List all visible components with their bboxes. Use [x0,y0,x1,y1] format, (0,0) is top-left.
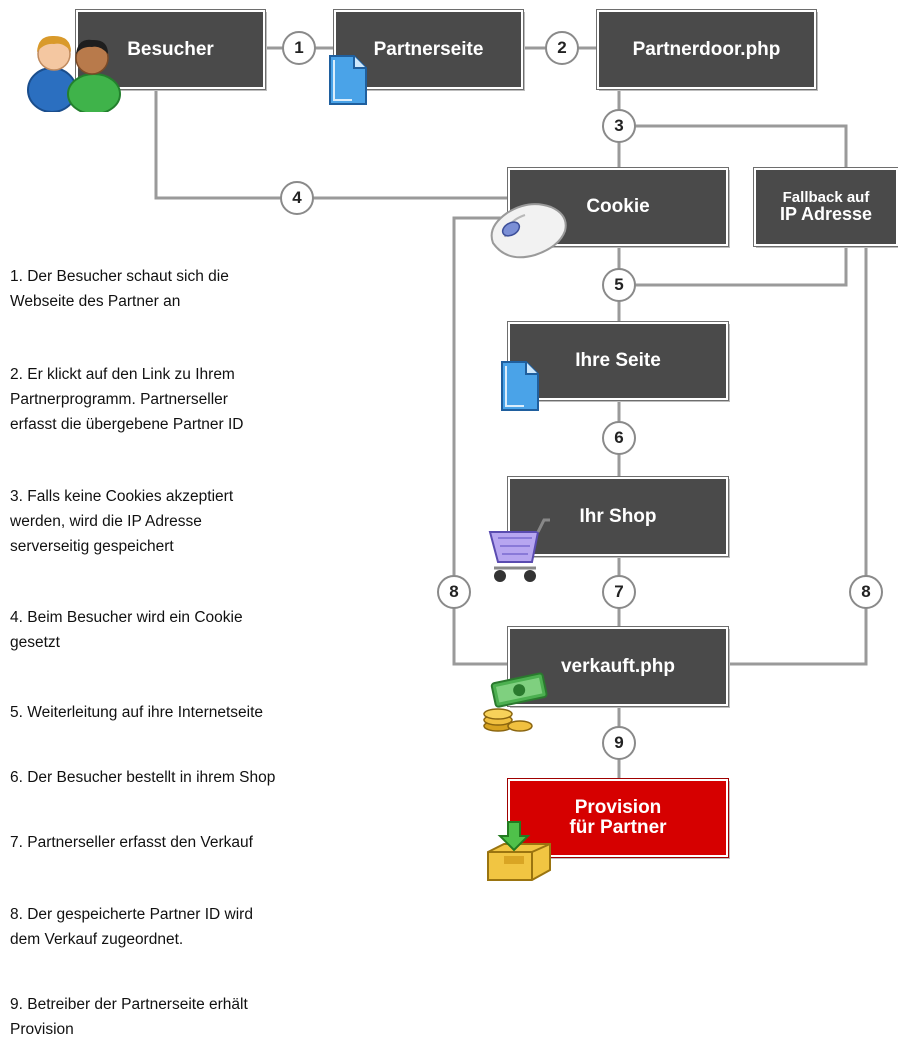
document-icon [501,361,539,411]
fallback-box: Fallback auf IP Adresse [753,167,898,247]
step-description-3: 3. Falls keine Cookies akzeptiert werden… [10,488,234,555]
money-icon [483,672,548,732]
step-description-8: 8. Der gespeicherte Partner ID wird dem … [10,906,253,948]
step-marker-6: 6 [602,421,636,455]
provision-label-line1: Provision [574,797,662,819]
step-description-6: 6. Der Besucher bestellt in ihrem Shop [10,769,276,786]
step-marker-7: 7 [602,575,636,609]
ihre-seite-label: Ihre Seite [575,350,661,372]
step-description-7: 7. Partnerseller erfasst den Verkauf [10,834,253,851]
besucher-label: Besucher [127,38,214,60]
partnerdoor-box: Partnerdoor.php [596,9,817,90]
step-marker-1: 1 [282,31,316,65]
connector-cookie-verkauft [452,216,508,666]
connector-partnerdoor-fallback [619,124,848,168]
step-description-9: 9. Betreiber der Partnerseite erhält Pro… [10,996,248,1038]
partnerdoor-label: Partnerdoor.php [632,38,781,60]
connector-besucher-cookie [154,90,508,200]
ihr-shop-box: Ihr Shop [507,476,729,557]
ihre-seite-box: Ihre Seite [507,321,729,401]
fallback-label-line1: Fallback auf [782,188,870,206]
mouse-icon [490,203,567,259]
step-marker-9: 9 [602,726,636,760]
verkauft-label: verkauft.php [560,655,676,677]
step-marker-3: 3 [602,109,636,143]
step-marker-8-right: 8 [849,575,883,609]
cookie-label: Cookie [586,196,650,218]
step-marker-5: 5 [602,268,636,302]
provision-label-line2: für Partner [569,817,667,838]
step-description-4: 4. Beim Besucher wird ein Cookie gesetzt [10,609,243,651]
step-description-1: 1. Der Besucher schaut sich die Webseite… [10,268,229,310]
step-marker-4: 4 [280,181,314,215]
fallback-label-line2: IP Adresse [779,204,873,225]
step-marker-2: 2 [545,31,579,65]
step-marker-8-left: 8 [437,575,471,609]
users-icon [27,35,121,112]
step-description-2: 2. Er klickt auf den Link zu Ihrem Partn… [10,366,244,433]
step-description-5: 5. Weiterleitung auf ihre Internetseite [10,704,264,721]
provision-box: Provision für Partner [507,778,729,858]
ihr-shop-label: Ihr Shop [579,505,657,527]
partnerseite-label: Partnerseite [373,38,484,60]
inbox-download-icon [487,821,551,881]
document-icon [329,55,367,105]
shopping-cart-icon [488,518,550,582]
connector-fallback-merge [619,245,848,287]
connector-fallback-verkauft [729,245,868,666]
